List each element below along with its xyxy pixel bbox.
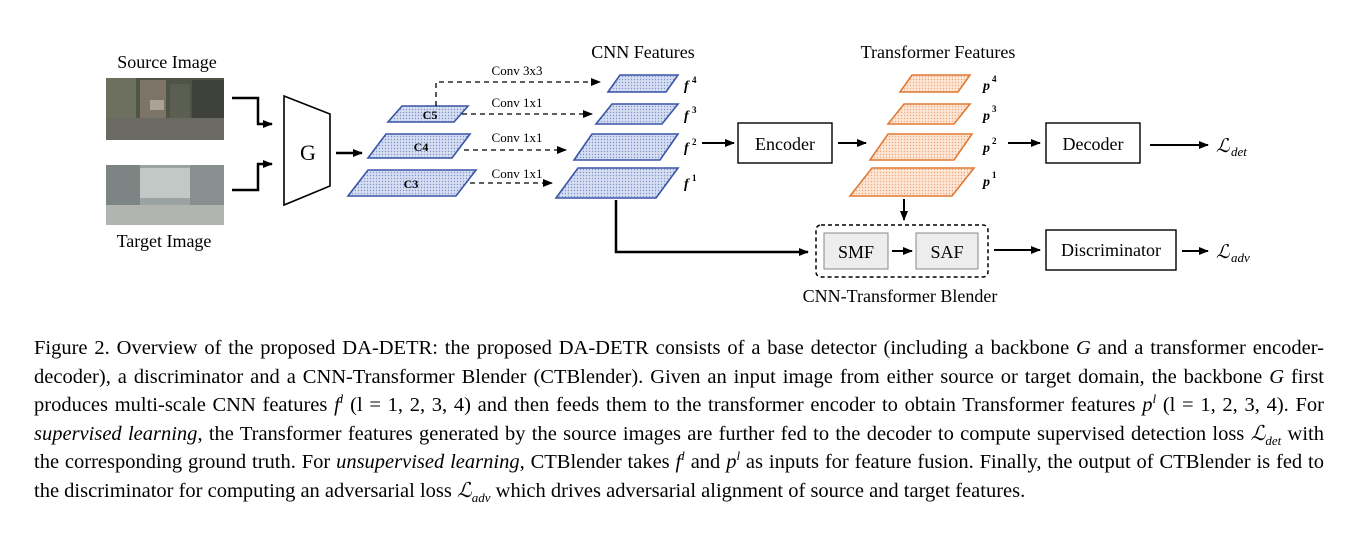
decoder-label: Decoder <box>1063 134 1124 154</box>
svg-text:Conv 1x1: Conv 1x1 <box>492 95 543 110</box>
svg-text:p: p <box>982 175 990 190</box>
conv-3x3-arrow: Conv 3x3 <box>435 63 601 106</box>
svg-text:adv: adv <box>1231 250 1250 265</box>
encoder-block <box>737 122 833 164</box>
svg-text:C5: C5 <box>423 108 438 122</box>
svg-text:Conv 1x1: Conv 1x1 <box>492 166 543 181</box>
transformer-feature-p3: p 3 <box>886 103 997 125</box>
cnn-features-title: CNN Features <box>591 42 694 62</box>
svg-text:ℒ: ℒ <box>1216 136 1231 157</box>
transformer-feature-p4: p 4 <box>898 74 997 94</box>
cnn-feature-f1: f 1 <box>554 167 697 199</box>
conv-1x1-c3-arrow: Conv 1x1 <box>470 166 553 187</box>
backbone-g-block <box>283 94 331 207</box>
svg-text:ℒ: ℒ <box>1216 242 1231 263</box>
cnn-to-blender-arrow <box>614 200 809 256</box>
transformer-feature-p1: p 1 <box>848 167 997 197</box>
backbone-level-c5: C5 <box>386 105 470 123</box>
loss-det: ℒ det <box>1216 136 1247 159</box>
svg-text:Conv 3x3: Conv 3x3 <box>492 63 543 78</box>
unsupervised-learning-term: unsupervised learning <box>336 451 520 473</box>
svg-text:f: f <box>684 141 690 156</box>
backbone-level-c3: C3 <box>346 169 478 197</box>
target-connector <box>232 160 273 192</box>
blender-label: CNN-Transformer Blender <box>803 286 998 306</box>
saf-label: SAF <box>930 242 963 262</box>
svg-text:det: det <box>1231 144 1247 159</box>
svg-text:2: 2 <box>692 137 697 147</box>
discriminator-block <box>1045 229 1177 271</box>
svg-text:4: 4 <box>692 75 697 85</box>
supervised-learning-term: supervised learning <box>34 422 198 445</box>
svg-text:Conv 1x1: Conv 1x1 <box>492 130 543 145</box>
svg-text:f: f <box>684 109 690 124</box>
svg-text:4: 4 <box>992 74 997 84</box>
figure-caption: Figure 2. Overview of the proposed DA-DE… <box>34 334 1324 505</box>
transformer-features-title: Transformer Features <box>861 42 1016 62</box>
smf-block <box>823 232 889 270</box>
target-image <box>106 165 224 225</box>
source-image-label: Source Image <box>117 52 216 72</box>
conv-1x1-c5-arrow: Conv 1x1 <box>462 95 593 118</box>
target-image-label: Target Image <box>117 231 212 251</box>
backbone-g-label: G <box>300 140 316 165</box>
encoder-label: Encoder <box>755 134 815 154</box>
loss-adv: ℒ adv <box>1216 242 1250 265</box>
svg-text:2: 2 <box>992 136 997 146</box>
svg-text:p: p <box>982 141 990 156</box>
svg-text:1: 1 <box>992 170 997 180</box>
discriminator-label: Discriminator <box>1061 240 1161 260</box>
source-image <box>106 78 224 140</box>
cnn-feature-f4: f 4 <box>606 74 697 94</box>
svg-text:f: f <box>684 79 690 94</box>
svg-text:C3: C3 <box>404 177 419 191</box>
backbone-level-c4: C4 <box>366 133 472 159</box>
decoder-block <box>1045 122 1141 164</box>
svg-text:3: 3 <box>692 105 697 115</box>
source-connector <box>232 96 273 128</box>
svg-text:p: p <box>982 79 990 94</box>
smf-label: SMF <box>838 242 874 262</box>
caption-text: Figure 2. Overview of the proposed DA-DE… <box>34 337 1324 505</box>
saf-block <box>915 232 979 270</box>
cnn-feature-f3: f 3 <box>594 103 697 125</box>
svg-text:f: f <box>684 177 690 192</box>
cnn-feature-f2: f 2 <box>572 133 697 161</box>
transformer-feature-p2: p 2 <box>868 133 997 161</box>
svg-text:1: 1 <box>692 173 697 183</box>
svg-text:C4: C4 <box>414 140 429 154</box>
architecture-diagram: Source Image Target Image G C5 C4 C3 Co <box>106 42 1250 306</box>
svg-text:3: 3 <box>992 104 997 114</box>
conv-1x1-c4-arrow: Conv 1x1 <box>464 130 567 154</box>
svg-text:p: p <box>982 109 990 124</box>
